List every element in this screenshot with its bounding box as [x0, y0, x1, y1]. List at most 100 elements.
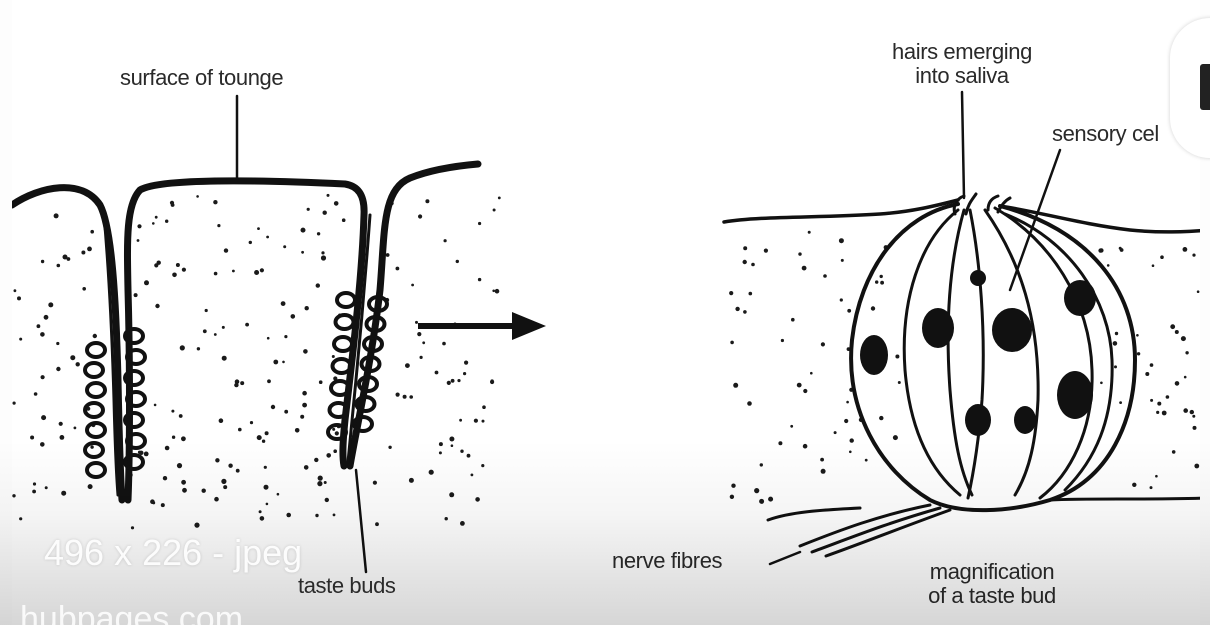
stipple-dot	[90, 230, 94, 234]
stipple-dot	[439, 442, 443, 446]
stipple-dot	[56, 367, 60, 371]
stipple-dot	[264, 466, 267, 469]
stipple-dot	[478, 278, 481, 281]
stipple-dot	[205, 309, 208, 312]
sensory-cell-1	[904, 210, 960, 495]
stipple-dot	[302, 391, 307, 396]
stipple-dot	[1157, 402, 1161, 406]
stipple-dot	[481, 464, 484, 467]
stipple-dot	[202, 489, 206, 493]
stipple-dot	[273, 360, 278, 365]
cell-nuclei	[860, 270, 1096, 436]
taste-bud-loop	[87, 383, 105, 397]
stipple-dot	[1156, 411, 1159, 414]
stipple-dot	[304, 465, 309, 470]
stipple-dot	[778, 441, 782, 445]
stipple-dot	[403, 395, 407, 399]
sensory-cell-2	[948, 210, 972, 495]
stipple-dot	[409, 395, 413, 399]
stipple-dot	[495, 289, 500, 294]
stipple-dot	[54, 213, 59, 218]
stipple-dot	[254, 270, 259, 275]
stipple-dot	[284, 410, 288, 414]
stipple-dot	[754, 488, 759, 493]
stipple-dot	[834, 431, 837, 434]
stipple-dot	[90, 445, 93, 448]
stipple-dot	[305, 306, 309, 310]
stipple-dot	[803, 389, 807, 393]
magnification-line1: magnification	[892, 560, 1092, 584]
stipple-dot	[1194, 464, 1199, 469]
stipple-dot	[880, 281, 884, 285]
stipple-dot	[1137, 352, 1140, 355]
stipple-dot	[321, 251, 324, 254]
stipple-dot	[323, 211, 327, 215]
stipple-dot	[445, 517, 448, 520]
stipple-dot	[1166, 395, 1170, 399]
nerve-leader-line	[770, 552, 800, 564]
stipple-dot	[760, 463, 763, 466]
stipple-dot	[388, 446, 391, 449]
stipple-dot	[460, 450, 463, 453]
stipple-dot	[471, 474, 474, 477]
stipple-dot	[1184, 376, 1187, 379]
cell-nucleus	[860, 335, 888, 375]
stipple-dot	[823, 274, 827, 278]
stipple-dot	[172, 273, 177, 278]
stipple-dot	[444, 239, 447, 242]
stipple-dot	[1115, 332, 1118, 335]
image-source-link[interactable]: hubpages.com	[20, 600, 243, 625]
stipple-dot	[267, 337, 270, 340]
stipple-dot	[303, 349, 308, 354]
stipple-dot	[1185, 351, 1188, 354]
taste-bud-loop	[85, 363, 103, 377]
stipple-dot	[435, 371, 439, 375]
cell-nucleus	[965, 404, 991, 436]
stipple-dot	[733, 383, 738, 388]
stipple-dot	[131, 526, 134, 529]
stipple-dot	[326, 453, 331, 458]
stipple-dot	[802, 266, 807, 271]
stipple-dot	[1120, 248, 1124, 252]
stipple-dot	[1192, 254, 1195, 257]
stipple-dot	[442, 342, 446, 346]
stipple-dot	[238, 428, 242, 432]
stipple-dot	[1150, 399, 1153, 402]
stipple-dot	[155, 216, 158, 219]
taste-bud-loop	[87, 423, 105, 437]
stipple-dot	[334, 201, 339, 206]
stipple-dot	[172, 436, 175, 439]
stipple-dot	[417, 332, 421, 336]
stipple-dot	[332, 355, 335, 358]
stipple-dot	[493, 209, 496, 212]
stipple-dot	[286, 513, 291, 518]
stipple-dot	[314, 458, 318, 462]
stipple-dot	[875, 280, 878, 283]
stipple-dot	[171, 410, 174, 413]
stipple-dot	[224, 248, 228, 252]
stipple-dot	[41, 415, 46, 420]
stipple-dot	[1107, 264, 1110, 267]
stipple-dot	[284, 335, 287, 338]
stipple-dot	[893, 435, 898, 440]
stipple-dot	[840, 298, 843, 301]
stipple-dot	[307, 208, 310, 211]
stipple-dot	[731, 484, 735, 488]
stipple-dot	[257, 435, 262, 440]
stipple-dot	[475, 497, 480, 502]
stipple-dot	[76, 362, 80, 366]
stipple-dot	[324, 481, 327, 484]
stipple-dot	[137, 239, 140, 242]
taste-bud-loop	[85, 443, 103, 457]
stipple-dot	[60, 435, 65, 440]
stipple-dot	[17, 296, 21, 300]
cell-nucleus	[1014, 406, 1036, 434]
stipple-dot	[425, 199, 429, 203]
stipple-dot	[30, 436, 34, 440]
stipple-dot	[478, 222, 481, 225]
stipple-dot	[41, 375, 45, 379]
stipple-dot	[144, 280, 149, 285]
stipple-dot	[396, 267, 400, 271]
stipple-dot	[281, 301, 286, 306]
